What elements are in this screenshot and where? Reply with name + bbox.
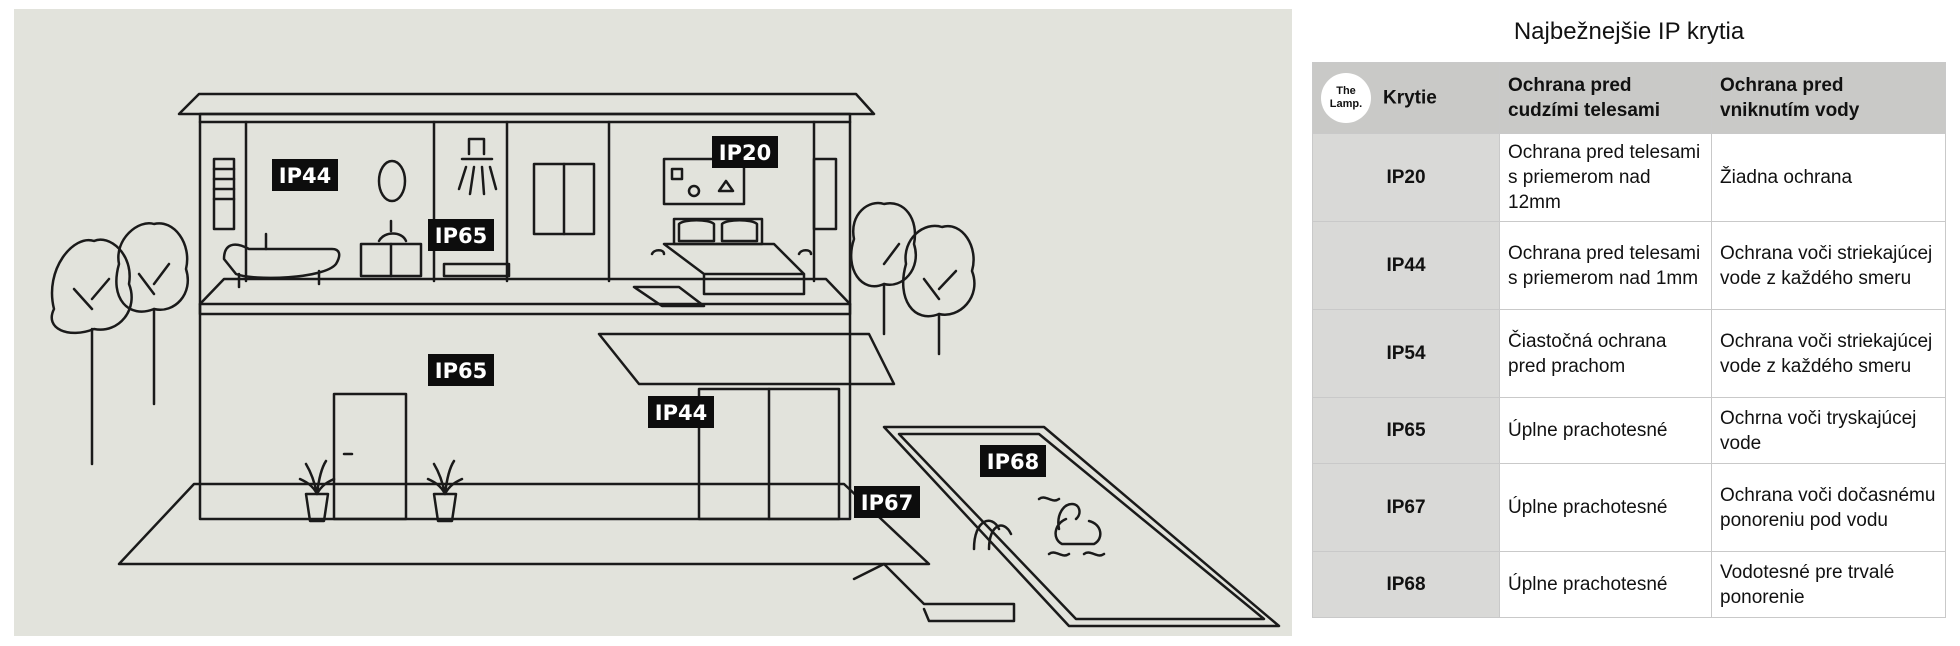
upper-floor bbox=[198, 112, 852, 316]
sink-icon bbox=[359, 159, 423, 278]
rating-cell: IP44 bbox=[1312, 221, 1500, 310]
rating-cell: IP20 bbox=[1312, 133, 1500, 222]
plant-icon bbox=[426, 459, 464, 523]
table-row: IP44 Ochrana pred telesami s priemerom n… bbox=[1312, 221, 1946, 310]
ip-label: IP67 bbox=[854, 486, 920, 518]
ip-label: IP65 bbox=[428, 219, 494, 251]
table-row: IP65 Úplne prachotesné Ochrna voči trysk… bbox=[1312, 397, 1946, 464]
tree-icon bbox=[115, 221, 189, 406]
water-cell: Žiadna ochrana bbox=[1711, 133, 1946, 222]
pool bbox=[882, 425, 1281, 628]
svg-text:IP65: IP65 bbox=[435, 359, 487, 383]
rating-cell: IP67 bbox=[1312, 463, 1500, 552]
ground-floor bbox=[198, 302, 852, 521]
table-row: IP68 Úplne prachotesné Vodotesné pre trv… bbox=[1312, 551, 1946, 618]
solids-cell: Ochrana pred telesami s priemerom nad 12… bbox=[1499, 133, 1712, 222]
water-cell: Ochrana voči dočasnému ponoreniu pod vod… bbox=[1711, 463, 1946, 552]
solids-cell: Ochrana pred telesami s priemerom nad 1m… bbox=[1499, 221, 1712, 310]
roof bbox=[177, 92, 876, 116]
ip-label: IP68 bbox=[980, 445, 1046, 477]
tree-icon bbox=[50, 238, 133, 466]
house-illustration: IP44 IP65 IP20 IP65 IP44 IP68 IP67 bbox=[14, 9, 1292, 636]
water-cell: Ochrna voči tryskajúcej vode bbox=[1711, 397, 1946, 464]
table-row: IP67 Úplne prachotesné Ochrana voči doča… bbox=[1312, 463, 1946, 552]
svg-text:IP68: IP68 bbox=[987, 450, 1039, 474]
canopy bbox=[597, 332, 896, 386]
table-title: Najbežnejšie IP krytia bbox=[1513, 18, 1745, 45]
rating-cell: IP65 bbox=[1312, 397, 1500, 464]
water-cell: Ochrana voči striekajúcej vode z každého… bbox=[1711, 221, 1946, 310]
ip-label: IP44 bbox=[272, 159, 338, 191]
ip-label: IP65 bbox=[428, 354, 494, 386]
terrace bbox=[117, 482, 931, 566]
bed-icon bbox=[650, 217, 813, 296]
rating-cell: IP54 bbox=[1312, 309, 1500, 398]
svg-text:IP67: IP67 bbox=[861, 491, 913, 515]
door bbox=[332, 392, 408, 521]
svg-text:IP44: IP44 bbox=[655, 401, 707, 425]
bathtub-icon bbox=[222, 232, 341, 289]
picture-frame bbox=[662, 157, 746, 206]
solids-cell: Úplne prachotesné bbox=[1499, 397, 1712, 464]
table-row: IP54 Čiastočná ochrana pred prachom Ochr… bbox=[1312, 309, 1946, 398]
header-solids: Ochrana pred cudzími telesami bbox=[1499, 62, 1712, 134]
plant-icon bbox=[298, 459, 336, 523]
sun-lounger bbox=[852, 562, 1016, 623]
table-row: IP20 Ochrana pred telesami s priemerom n… bbox=[1312, 133, 1946, 222]
water-cell: Vodotesné pre trvalé ponorenie bbox=[1711, 551, 1946, 618]
ip-label: IP44 bbox=[648, 396, 714, 428]
shower-icon bbox=[442, 137, 511, 278]
svg-text:IP44: IP44 bbox=[279, 164, 331, 188]
ip-label: IP20 bbox=[712, 136, 778, 168]
solids-cell: Úplne prachotesné bbox=[1499, 551, 1712, 618]
svg-text:IP20: IP20 bbox=[719, 141, 771, 165]
solids-cell: Čiastočná ochrana pred prachom bbox=[1499, 309, 1712, 398]
header-water: Ochrana pred vniknutím vody bbox=[1711, 62, 1946, 134]
tree-icon bbox=[901, 224, 976, 356]
solids-cell: Úplne prachotesné bbox=[1499, 463, 1712, 552]
water-cell: Ochrana voči striekajúcej vode z každého… bbox=[1711, 309, 1946, 398]
rating-cell: IP68 bbox=[1312, 551, 1500, 618]
tree-icon bbox=[849, 201, 917, 336]
svg-text:IP65: IP65 bbox=[435, 224, 487, 248]
